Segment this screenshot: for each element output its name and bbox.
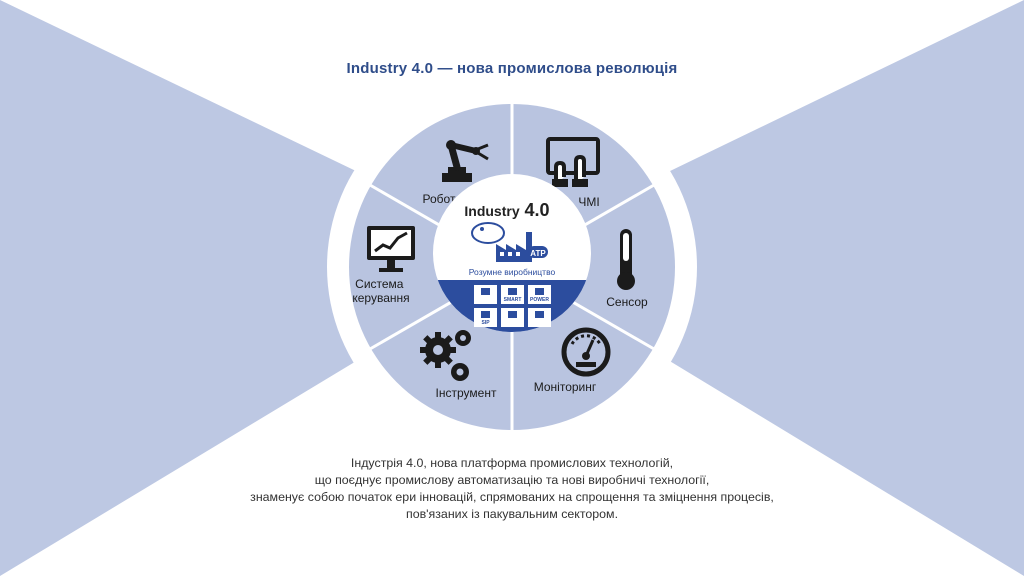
segment-label-monitoring: Моніторинг [534,380,597,394]
segment-label-instrument: Інструмент [436,386,497,400]
page-title: Industry 4.0 — нова промислова революція [346,60,678,77]
touchscreen-icon [546,137,600,187]
segment-label-control-system: Система керування [352,277,409,305]
monitor-chart-icon [367,226,415,272]
gear-tooth [442,335,453,346]
gauge-icon [561,327,611,377]
description-line: знаменує собою початок ери інновацій, сп… [250,490,774,504]
atp-badge: ATP [530,249,546,258]
tile-mark [535,288,544,295]
tile-mark [481,311,490,318]
description-line: пов'язаних із пакувальним сектором. [405,507,619,521]
right-wedge [668,0,1024,576]
gear-tooth [435,332,441,340]
robot-arm-icon [442,140,489,182]
segment-label-robot: Робот [423,192,456,206]
thermometer-sensor-icon [617,229,635,290]
left-wedge [0,0,358,576]
gear-tooth [448,347,456,353]
segment-label-sensor: Сенсор [606,295,648,309]
center-badge: Industry 4.0 ATP Розумне виробництво SMA… [433,174,591,332]
gear-tooth [435,360,441,368]
tile-mark [535,311,544,318]
gear-tooth [442,354,453,365]
tile-label: SMART [504,297,522,303]
description-line: Індустрія 4.0, нова платформа промислови… [350,456,674,470]
tile-mark [508,288,517,295]
tile-mark [481,288,490,295]
tile-mark [508,311,517,318]
description-line: що поєднує промислову автоматизацію та н… [314,473,710,487]
center-title: Industry [464,203,519,219]
gear-tooth [423,354,434,365]
segment-label-hmi: ЧМІ [578,195,599,209]
cloud-factory-icon: ATP [471,222,548,262]
gears-icon [420,330,471,381]
solution-tiles: SMART POWER SIP [474,285,551,327]
gear-tooth [423,335,434,346]
tile-label: POWER [530,297,549,303]
tile-label: SIP [481,320,490,326]
center-version: 4.0 [524,200,549,220]
center-caption: Розумне виробництво [469,267,556,277]
description: Індустрія 4.0, нова платформа промислови… [212,455,812,523]
gear-tooth [420,347,428,353]
